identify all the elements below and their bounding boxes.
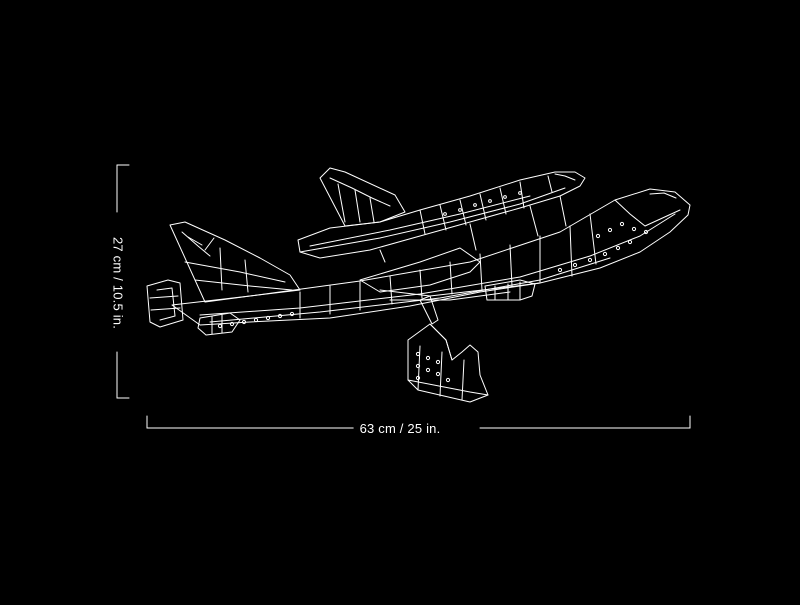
height-dimension-bracket (117, 165, 129, 398)
fuselage-window-dots (218, 222, 647, 327)
shuttle-orbiter (298, 168, 585, 258)
carrier-aircraft (147, 189, 690, 335)
attachment-struts (380, 196, 566, 262)
width-dimension-label: 63 cm / 25 in. (353, 421, 447, 436)
display-stand (408, 296, 488, 402)
height-dimension-label: 27 cm / 10.5 in. (110, 230, 126, 336)
width-dimension-bracket (147, 416, 690, 428)
